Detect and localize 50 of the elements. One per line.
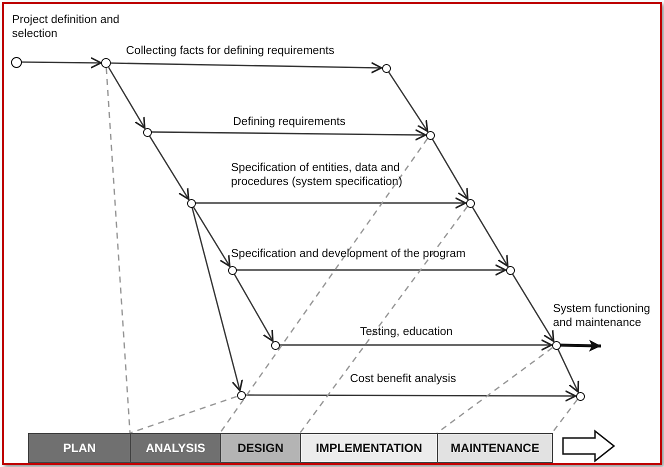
- arrow: [432, 138, 468, 200]
- phase-box: MAINTENANCE: [437, 433, 553, 463]
- arrow: [557, 348, 580, 393]
- event-circle: [576, 392, 584, 400]
- event-circle: [236, 390, 246, 400]
- dashed-line: [299, 206, 468, 434]
- event-circle: [101, 58, 111, 68]
- edge-label: Cost benefit analysis: [350, 372, 456, 386]
- arrow: [108, 66, 146, 129]
- arrow: [560, 340, 602, 352]
- event-circle: [426, 130, 434, 140]
- arrow: [472, 206, 508, 267]
- arrow: [191, 207, 244, 392]
- node-caption: System functioning and maintenance: [553, 302, 652, 330]
- node-caption: Project definition and selection: [12, 13, 120, 41]
- arrow: [22, 57, 102, 69]
- phase-box: ANALYSIS: [130, 433, 221, 463]
- arrow: [388, 71, 428, 132]
- dashed-line: [551, 399, 578, 434]
- arrow: [246, 390, 576, 402]
- event-circle: [466, 198, 474, 208]
- edge-label: Collecting facts for defining requirements: [126, 44, 334, 58]
- arrow: [512, 273, 554, 342]
- arrow: [152, 129, 426, 141]
- event-circle: [228, 266, 236, 274]
- arrow: [148, 135, 190, 200]
- phase-box: IMPLEMENTATION: [300, 433, 438, 463]
- event-circle: [382, 64, 390, 72]
- event-circle: [552, 340, 560, 350]
- event-circle: [186, 198, 196, 208]
- phase-box: PLAN: [28, 433, 131, 463]
- arrow: [234, 274, 274, 342]
- arrow: [236, 264, 506, 276]
- dashed-line: [130, 396, 237, 434]
- event-circle: [506, 266, 514, 274]
- edge-label: Defining requirements: [233, 115, 346, 129]
- arrow: [192, 206, 230, 267]
- event-circle: [10, 56, 22, 68]
- edge-label: Specification and development of the program: [231, 247, 466, 261]
- dashed-line: [106, 68, 131, 434]
- arrow: [280, 339, 552, 351]
- edge-label: Testing, education: [360, 325, 453, 339]
- arrow: [110, 62, 382, 74]
- arrow: [196, 197, 466, 209]
- event-circle: [270, 340, 280, 350]
- dashed-line: [436, 347, 553, 434]
- phase-box: DESIGN: [220, 433, 301, 463]
- event-circle: [142, 128, 152, 136]
- dashed-line: [219, 138, 428, 434]
- edge-label: Specification of entities, data and procedures (system specification): [231, 161, 404, 189]
